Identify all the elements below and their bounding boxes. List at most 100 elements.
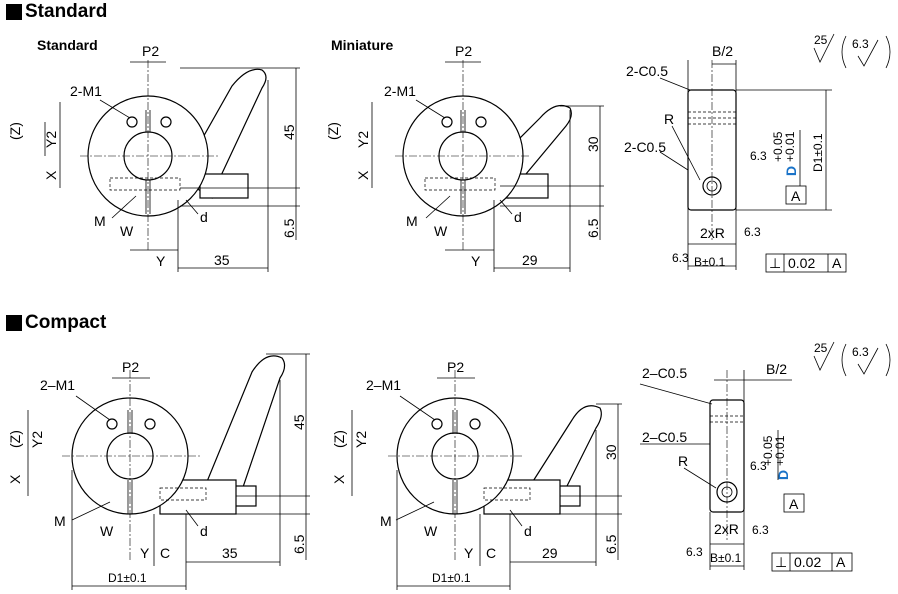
tap-hole-right xyxy=(469,418,481,430)
datum-box xyxy=(783,493,805,513)
hidden-screw xyxy=(159,487,207,501)
tap-hole-right xyxy=(144,418,156,430)
lever-knob xyxy=(199,173,249,199)
rough-25: 25 xyxy=(814,33,828,47)
label-y2: Y2 xyxy=(29,431,45,448)
label-w: W xyxy=(434,223,448,239)
label-d: d xyxy=(514,209,522,225)
tap-hole-right xyxy=(475,116,487,128)
label-c05-mid: 2–C0.5 xyxy=(642,429,687,445)
leader-m xyxy=(71,501,111,521)
roughness-check-icon xyxy=(857,39,879,67)
rough-6.3: 6.3 xyxy=(686,545,703,559)
leader-c05 xyxy=(639,383,713,405)
rough-6.3: 6.3 xyxy=(744,225,761,239)
dim-width: 29 xyxy=(522,252,538,268)
dim-lower: 6.5 xyxy=(281,218,297,238)
tap-hole-right xyxy=(160,116,172,128)
label-y: Y xyxy=(464,545,474,561)
leader-m xyxy=(425,195,451,219)
label-datum: A xyxy=(791,188,801,204)
label-c: C xyxy=(160,545,170,561)
leader-c05 xyxy=(659,151,689,171)
leader-m1 xyxy=(399,395,436,421)
roughness-check-icon xyxy=(813,341,835,371)
label-perp-value: 0.02 xyxy=(788,255,815,271)
dim-lower: 6.5 xyxy=(585,218,601,238)
rough-6.3: 6.3 xyxy=(752,523,769,537)
label-z: (Z) xyxy=(325,122,341,140)
label-tol-lower: +0.01 xyxy=(773,435,787,466)
label-y2: Y2 xyxy=(43,131,59,148)
rough-6.3: 6.3 xyxy=(750,149,767,163)
label-r: R xyxy=(664,111,674,127)
label-d1: D1±0.1 xyxy=(432,571,471,585)
label-c05-top: 2-C0.5 xyxy=(626,63,668,79)
dim-width: 35 xyxy=(214,252,230,268)
label-p2: P2 xyxy=(455,43,472,59)
dim-lower: 6.5 xyxy=(603,534,619,554)
hidden-screw xyxy=(109,177,181,191)
hidden-screw xyxy=(483,487,531,501)
label-y: Y xyxy=(471,253,481,269)
roughness-check-icon xyxy=(813,33,835,63)
label-b2: B/2 xyxy=(712,43,733,59)
dim-height: 30 xyxy=(585,136,601,152)
label-d: d xyxy=(200,209,208,225)
lever-handle xyxy=(205,355,286,497)
label-perp-datum: A xyxy=(836,554,846,570)
label-b: B±0.1 xyxy=(694,255,726,269)
label-datum: A xyxy=(789,496,799,512)
label-y2: Y2 xyxy=(353,431,369,448)
label-x: X xyxy=(355,170,371,180)
label-tol-lower: +0.01 xyxy=(783,131,797,162)
label-b2: B/2 xyxy=(766,361,787,377)
label-m: M xyxy=(94,213,106,229)
label-r: R xyxy=(678,453,688,469)
paren-left-icon xyxy=(841,35,847,69)
label-m1: 2-M1 xyxy=(384,83,416,99)
leader-d xyxy=(185,509,199,527)
label-p2: P2 xyxy=(122,359,139,375)
leader-c05 xyxy=(659,77,691,91)
datum-box xyxy=(785,185,807,205)
label-m: M xyxy=(54,513,66,529)
collar-view-compact-miniature: P2 2–M1 (Z) Y2 X M W d Y C D1±0.1 30 6.5… xyxy=(331,359,622,590)
dim-lower: 6.5 xyxy=(291,534,307,554)
label-m1: 2-M1 xyxy=(70,83,102,99)
collar-view-standard-standard: P2 2-M1 (Z) Y2 X M W d Y 45 6.5 35 xyxy=(7,43,300,272)
label-z: (Z) xyxy=(7,122,23,140)
label-m: M xyxy=(380,513,392,529)
lever-handle xyxy=(529,405,602,497)
roughness-symbol: 25 6.3 xyxy=(813,341,891,377)
label-b: B±0.1 xyxy=(710,551,742,565)
roughness-check-icon xyxy=(857,347,879,375)
paren-right-icon xyxy=(885,343,891,377)
label-y: Y xyxy=(140,545,150,561)
label-x: X xyxy=(331,474,347,484)
dim-height: 45 xyxy=(281,124,297,140)
label-p2: P2 xyxy=(142,43,159,59)
leader-m1 xyxy=(99,99,131,119)
label-bore-d: D xyxy=(775,470,791,480)
label-perp-symbol: ⊥ xyxy=(769,255,781,271)
label-m1: 2–M1 xyxy=(366,377,401,393)
rough-25: 25 xyxy=(814,341,828,355)
paren-right-icon xyxy=(885,35,891,69)
view-title-miniature: Miniature xyxy=(331,37,394,53)
dim-height: 45 xyxy=(291,414,307,430)
label-d1: D1±0.1 xyxy=(811,133,825,172)
rough-6.3: 6.3 xyxy=(852,345,869,359)
leader-r xyxy=(683,467,717,489)
section-title-standard-text: Standard xyxy=(25,1,108,22)
collar-view-standard-miniature: P2 2-M1 (Z) Y2 X M W d Y 30 6.5 29 xyxy=(325,43,604,272)
dim-width: 35 xyxy=(222,545,238,561)
side-view-standard: B/2 2-C0.5 R 2-C0.5 2xR B±0.1 D1±0.1 D +… xyxy=(624,33,891,273)
collar-view-compact-standard: P2 2–M1 (Z) Y2 X M W d Y C D1±0.1 45 6.5… xyxy=(7,353,310,590)
roughness-symbol: 25 6.3 xyxy=(813,33,891,69)
leader-d xyxy=(185,199,199,215)
label-tol-upper: +0.05 xyxy=(771,131,785,162)
leader-m1 xyxy=(75,395,111,421)
label-perp-value: 0.02 xyxy=(794,554,821,570)
label-y: Y xyxy=(156,253,166,269)
